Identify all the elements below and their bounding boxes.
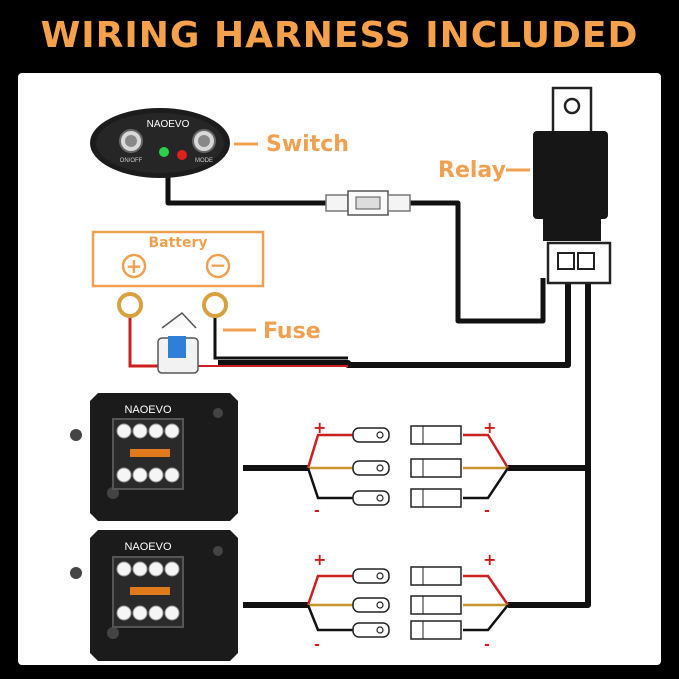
bottom-right-positive: + bbox=[483, 550, 496, 569]
output-trunk bbox=[508, 278, 591, 608]
title-banner: WIRING HARNESS INCLUDED bbox=[0, 0, 679, 70]
battery-positive-icon bbox=[121, 253, 147, 279]
bottom-left-negative: - bbox=[314, 637, 320, 653]
red-led-icon bbox=[177, 150, 187, 160]
bottom-right-negative: - bbox=[484, 637, 490, 653]
wiring-diagram: NAOEVO ON/OFF MODE Switch Relay Battery … bbox=[70, 86, 612, 661]
battery-negative-icon bbox=[205, 253, 231, 279]
battery-label: Battery bbox=[148, 235, 207, 251]
battery-negative-wire bbox=[213, 313, 348, 360]
fuse-holder bbox=[157, 311, 199, 374]
switch-on-off-label: ON/OFF bbox=[120, 158, 143, 164]
bottom-light-pod: NAOEVO bbox=[70, 530, 238, 661]
switch-cable bbox=[165, 173, 328, 206]
bottom-left-positive: + bbox=[313, 550, 326, 569]
top-male-terminals bbox=[352, 427, 390, 506]
top-light-brand: NAOEVO bbox=[124, 404, 172, 416]
top-right-positive: + bbox=[483, 418, 496, 437]
top-left-positive: + bbox=[313, 418, 326, 437]
bottom-female-terminals bbox=[410, 566, 462, 640]
top-light-harness bbox=[243, 433, 510, 500]
inline-connector bbox=[325, 190, 411, 216]
top-light-led-grid bbox=[116, 423, 180, 483]
top-female-terminals bbox=[410, 425, 462, 508]
battery-negative-sign: − bbox=[210, 253, 227, 277]
top-left-negative: - bbox=[314, 503, 320, 519]
bottom-light-brand: NAOEVO bbox=[124, 541, 172, 553]
bottom-male-terminals bbox=[352, 568, 390, 638]
bottom-light-led-grid bbox=[116, 561, 180, 621]
top-right-negative: - bbox=[484, 503, 490, 519]
green-led-icon bbox=[159, 147, 169, 157]
battery: Battery + − bbox=[91, 230, 265, 288]
relay-signal-cable bbox=[410, 200, 546, 324]
battery-positive-wire bbox=[128, 313, 166, 368]
fuse-label: Fuse bbox=[263, 319, 321, 344]
ring-terminals bbox=[117, 292, 228, 318]
rocker-switch: NAOEVO ON/OFF MODE bbox=[90, 108, 230, 178]
page-title: WIRING HARNESS INCLUDED bbox=[40, 14, 639, 56]
switch-mode-label: MODE bbox=[195, 158, 213, 164]
bottom-light-harness bbox=[243, 574, 510, 632]
battery-positive-sign: + bbox=[126, 254, 143, 278]
switch-label: Switch bbox=[266, 132, 349, 157]
switch-brand: NAOEVO bbox=[147, 119, 190, 130]
top-light-pod: NAOEVO bbox=[70, 393, 238, 521]
relay bbox=[533, 86, 612, 285]
relay-label: Relay bbox=[438, 158, 506, 183]
diagram-panel: NAOEVO ON/OFF MODE Switch Relay Battery … bbox=[18, 73, 661, 665]
